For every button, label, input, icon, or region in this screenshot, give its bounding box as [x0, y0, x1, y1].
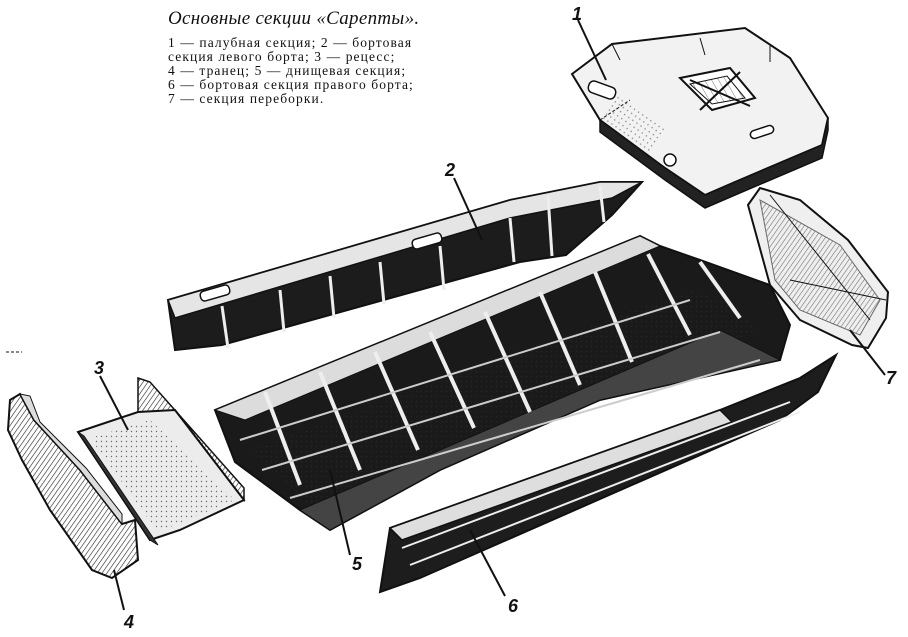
right-side-section [378, 352, 839, 597]
caption-line-4: 6 — бортовая секция правого борта; [168, 77, 414, 92]
label-4: 4 [123, 612, 134, 632]
caption-line-2: секция левого борта; 3 — рецесс; [168, 49, 396, 64]
recess-section [76, 375, 246, 546]
caption-line-5: 7 — секция переборки. [168, 91, 325, 106]
label-3: 3 [94, 358, 104, 378]
transom-section [6, 392, 140, 611]
caption-line-3: 4 — транец; 5 — днищевая секция; [168, 63, 407, 78]
left-side-section [166, 177, 645, 352]
bottom-section [213, 234, 792, 556]
figure-caption: Основные секции «Сарепты». 1 — палубная … [160, 8, 520, 106]
label-6: 6 [508, 596, 519, 616]
deck-section [570, 19, 830, 209]
label-7: 7 [886, 368, 897, 388]
caption-line-1: 1 — палубная секция; 2 — бортовая [168, 35, 413, 50]
label-2: 2 [444, 160, 455, 180]
caption-title: Основные секции «Сарепты». [168, 8, 420, 29]
label-5: 5 [352, 554, 363, 574]
bulkhead-section [746, 186, 890, 376]
label-1: 1 [572, 4, 582, 24]
